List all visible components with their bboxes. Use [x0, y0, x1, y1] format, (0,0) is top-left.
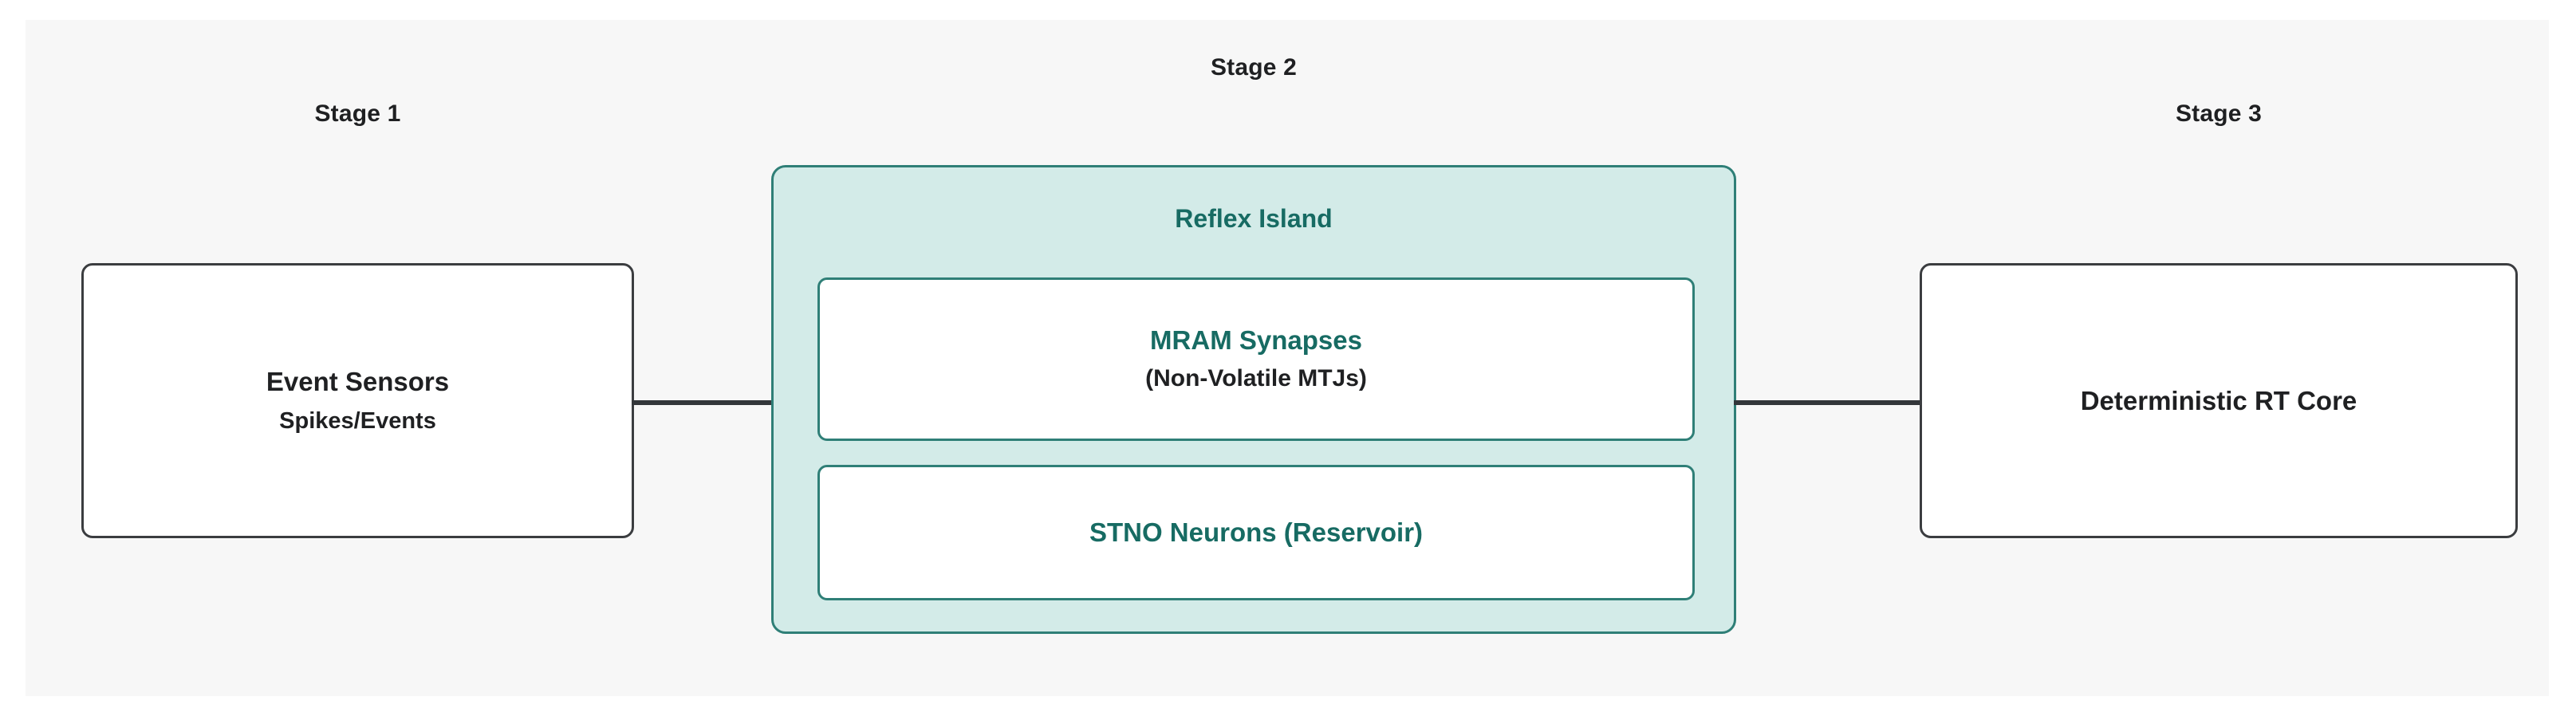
node-event-sensors-subtitle: Spikes/Events [279, 407, 436, 434]
connector-event-sensors-to-reflex-island [632, 400, 774, 405]
connector-reflex-island-to-rt-core [1734, 400, 1922, 405]
stage-3-label: Stage 3 [2175, 100, 2263, 127]
node-event-sensors[interactable]: Event Sensors Spikes/Events [81, 263, 634, 538]
reflex-island-title: Reflex Island [1175, 204, 1333, 233]
node-deterministic-rt-core[interactable]: Deterministic RT Core [1920, 263, 2518, 538]
reflex-island-container[interactable]: Reflex Island MRAM Synapses (Non-Volatil… [771, 165, 1736, 634]
node-stno-neurons[interactable]: STNO Neurons (Reservoir) [817, 465, 1695, 600]
diagram-canvas: Stage 1 Event Sensors Spikes/Events Stag… [26, 20, 2549, 696]
node-mram-synapses-subtitle: (Non-Volatile MTJs) [1145, 365, 1367, 392]
node-mram-synapses[interactable]: MRAM Synapses (Non-Volatile MTJs) [817, 277, 1695, 441]
stage-2-label: Stage 2 [1210, 54, 1298, 81]
node-deterministic-rt-core-title: Deterministic RT Core [2080, 385, 2357, 415]
stage-1-label: Stage 1 [314, 100, 401, 127]
node-stno-neurons-title: STNO Neurons (Reservoir) [1089, 517, 1424, 548]
node-event-sensors-title: Event Sensors [266, 366, 450, 396]
node-mram-synapses-title: MRAM Synapses [1150, 325, 1362, 356]
